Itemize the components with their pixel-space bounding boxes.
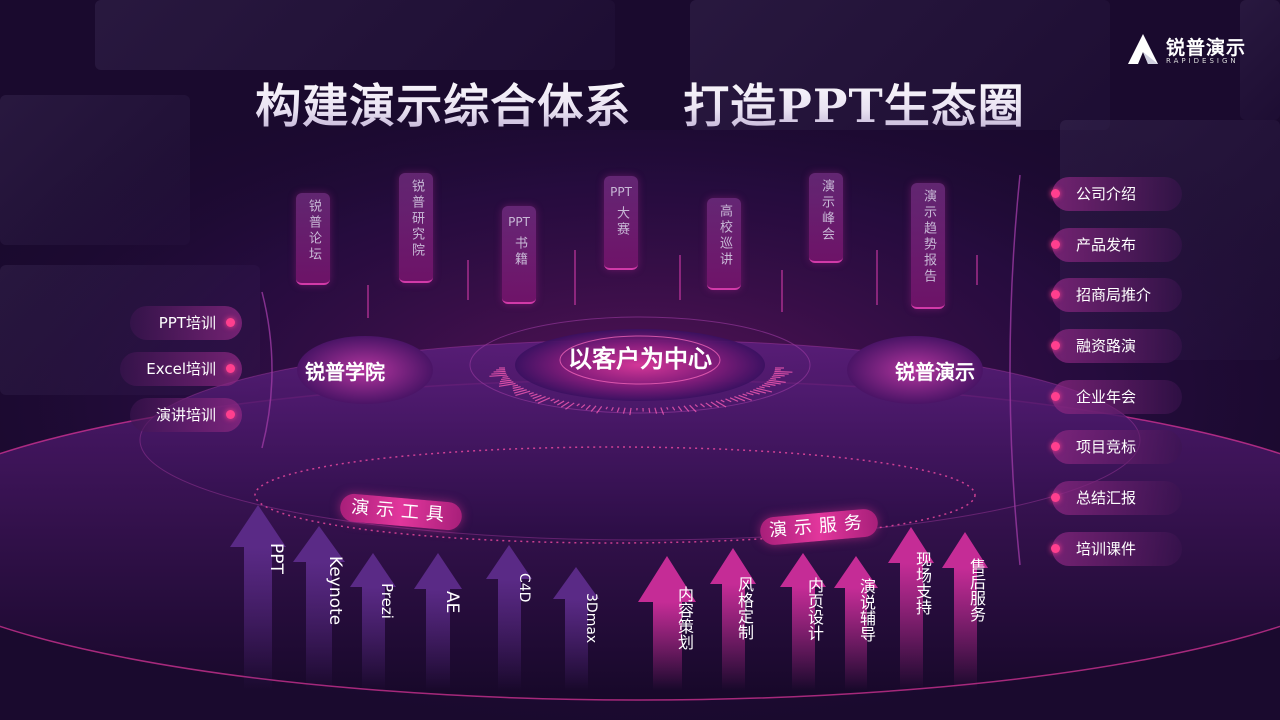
bullet-dot-icon	[226, 364, 235, 373]
logo-mark-icon	[1126, 32, 1160, 66]
service-scene-item: 项目竞标	[1052, 430, 1182, 464]
service-label: 现场支持	[888, 551, 934, 615]
brand-logo: 锐普演示 RAPIDESIGN	[1126, 32, 1250, 68]
service-label: 风格定制	[710, 576, 756, 640]
bullet-dot-icon	[1051, 290, 1060, 299]
top-tag: 高校巡讲	[707, 198, 741, 290]
service-scene-item: 培训课件	[1052, 532, 1182, 566]
academy-item: 演讲培训	[130, 398, 242, 432]
bullet-dot-icon	[1051, 240, 1060, 249]
tool-arrow: C4D	[486, 545, 532, 690]
tool-label: AE	[414, 591, 462, 613]
tool-label: 3Dmax	[553, 593, 599, 643]
title-part2: 打造PPT生态圈	[683, 79, 1024, 133]
tick-mark	[649, 408, 650, 413]
service-scene-item: 融资路演	[1052, 329, 1182, 363]
service-scene-item: 总结汇报	[1052, 481, 1182, 515]
tool-arrow: Prezi	[350, 553, 396, 690]
tick-mark	[773, 375, 785, 376]
logo-subtitle: RAPIDESIGN	[1166, 57, 1239, 65]
service-arrow: 售后服务	[942, 532, 988, 690]
top-tag: 演示峰会	[809, 173, 843, 263]
tick-mark	[491, 373, 506, 374]
service-scene-item: 公司介绍	[1052, 177, 1182, 211]
service-scene-item: 企业年会	[1052, 380, 1182, 414]
academy-item: PPT培训	[130, 306, 242, 340]
tool-label: PPT	[230, 543, 286, 574]
page-title: 构建演示综合体系打造PPT生态圈	[0, 70, 1280, 136]
tool-arrow: 3Dmax	[553, 567, 599, 690]
service-arrow: 内页设计	[780, 553, 826, 690]
service-scene-item: 产品发布	[1052, 228, 1182, 262]
bullet-dot-icon	[1051, 544, 1060, 553]
tick-mark	[772, 377, 781, 378]
tick-mark	[774, 372, 792, 373]
tool-arrow: AE	[414, 553, 462, 690]
tick-mark	[774, 373, 789, 374]
logo-name: 锐普演示	[1166, 33, 1246, 60]
top-tag: 锐普研究院	[399, 173, 433, 283]
hub-design-label: 锐普演示	[880, 356, 990, 385]
service-arrow: 演说辅导	[834, 556, 878, 690]
tool-arrow: PPT	[230, 505, 286, 690]
tool-label: C4D	[486, 573, 532, 602]
service-label: 内页设计	[780, 577, 826, 641]
service-arrow: 内容策划	[638, 556, 696, 690]
bullet-dot-icon	[1051, 189, 1060, 198]
service-label: 售后服务	[942, 558, 988, 622]
hub-academy-label: 锐普学院	[290, 356, 400, 385]
top-tag: 演示趋势报告	[911, 183, 945, 309]
bullet-dot-icon	[226, 318, 235, 327]
service-label: 内容策划	[638, 586, 696, 650]
service-arrow: 风格定制	[710, 548, 756, 690]
title-part1: 构建演示综合体系	[255, 79, 631, 133]
service-label: 演说辅导	[834, 578, 878, 642]
bullet-dot-icon	[1051, 442, 1060, 451]
tick-mark	[770, 378, 776, 379]
service-arrow: 现场支持	[888, 527, 934, 690]
tool-label: Prezi	[350, 583, 396, 619]
bullet-dot-icon	[1051, 341, 1060, 350]
center-label: 以客户为中心	[540, 339, 740, 374]
tick-mark	[502, 377, 508, 378]
top-tag: 锐普论坛	[296, 193, 330, 285]
tool-label: Keynote	[293, 556, 345, 625]
academy-item: Excel培训	[120, 352, 242, 386]
bullet-dot-icon	[1051, 392, 1060, 401]
tool-arrow: Keynote	[293, 526, 345, 690]
bullet-dot-icon	[226, 410, 235, 419]
service-scene-item: 招商局推介	[1052, 278, 1182, 312]
bullet-dot-icon	[1051, 493, 1060, 502]
